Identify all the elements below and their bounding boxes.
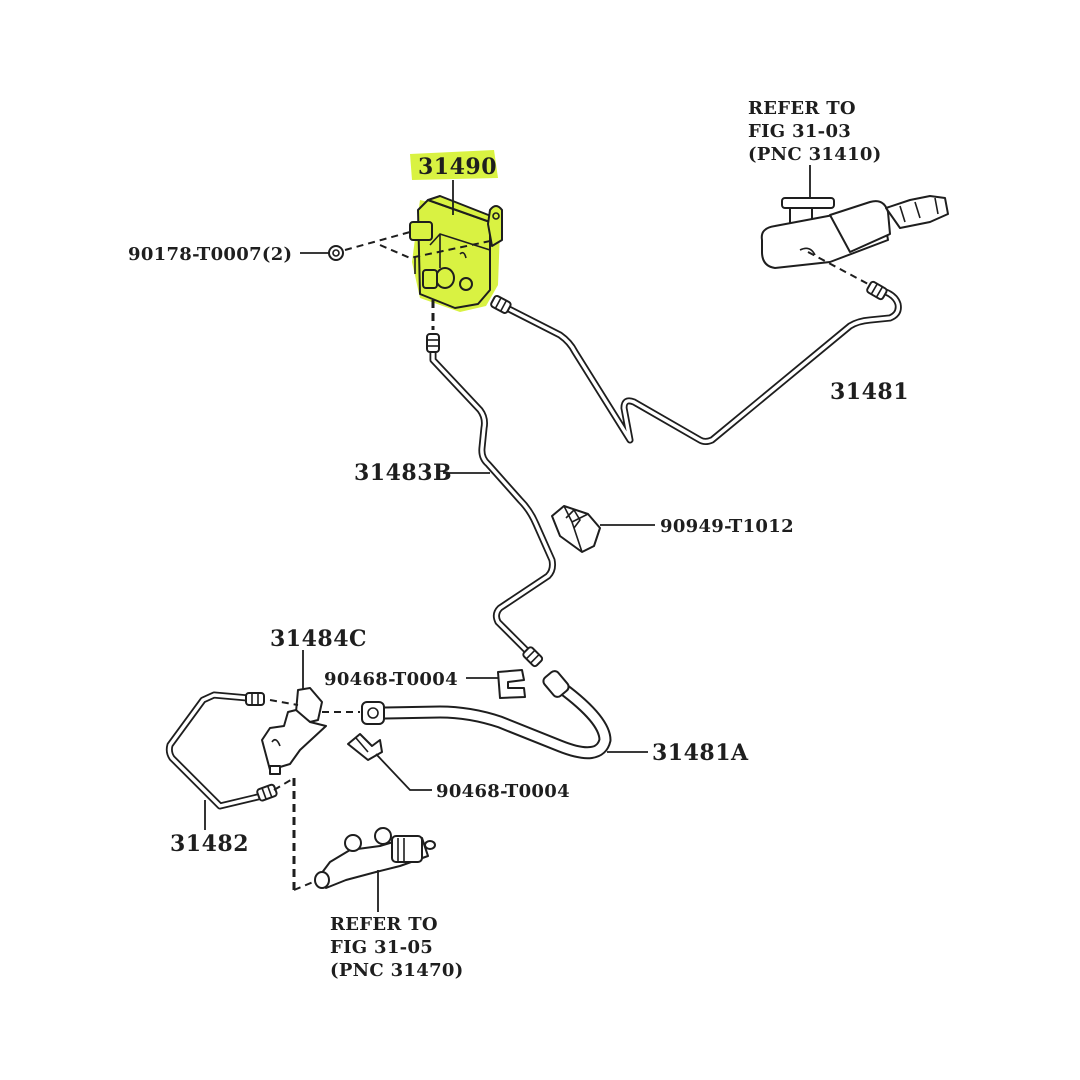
ref-release-line-2: FIG 31-05 (330, 937, 433, 958)
clip-90468-lower[interactable] (347, 733, 432, 791)
clutch-valve-31490[interactable] (344, 180, 503, 330)
master-cylinder[interactable] (760, 165, 949, 286)
part-label-31481[interactable]: 31481 (830, 379, 909, 405)
clip-90468-upper[interactable] (466, 669, 526, 699)
ref-master-line-2: FIG 31-03 (748, 121, 851, 142)
ref-release-line-3: (PNC 31470) (330, 960, 464, 981)
bracket-31484c[interactable] (261, 650, 360, 775)
clip-90949[interactable] (551, 505, 655, 553)
part-label-31490[interactable]: 31490 (418, 154, 497, 180)
part-label-90468-lower[interactable]: 90468-T0004 (436, 781, 570, 802)
ref-master-line-1: REFER TO (748, 98, 856, 119)
part-label-90178[interactable]: 90178-T0007(2) (128, 244, 292, 265)
reference-note-release-cylinder[interactable]: REFER TO FIG 31-05 (PNC 31470) (330, 914, 464, 981)
pipe-31481[interactable] (490, 280, 902, 445)
part-label-90949[interactable]: 90949-T1012 (660, 516, 794, 537)
part-label-90468-upper[interactable]: 90468-T0004 (324, 669, 458, 690)
label-highlight-31490 (410, 150, 498, 180)
release-cylinder[interactable] (292, 778, 436, 912)
part-label-31482[interactable]: 31482 (170, 831, 249, 857)
leader-90468-lower (375, 753, 432, 791)
pipe-31483b[interactable] (426, 333, 556, 668)
part-label-31483b[interactable]: 31483B (354, 460, 452, 486)
nut-90178[interactable] (300, 245, 344, 261)
part-label-31484c[interactable]: 31484C (270, 626, 367, 652)
reference-note-master-cylinder[interactable]: REFER TO FIG 31-03 (PNC 31410) (748, 98, 882, 165)
pipe-31482[interactable] (165, 691, 295, 830)
ref-master-line-3: (PNC 31410) (748, 144, 882, 165)
hose-31481a[interactable] (361, 669, 648, 760)
part-label-31481a[interactable]: 31481A (652, 740, 749, 766)
ref-release-line-1: REFER TO (330, 914, 438, 935)
